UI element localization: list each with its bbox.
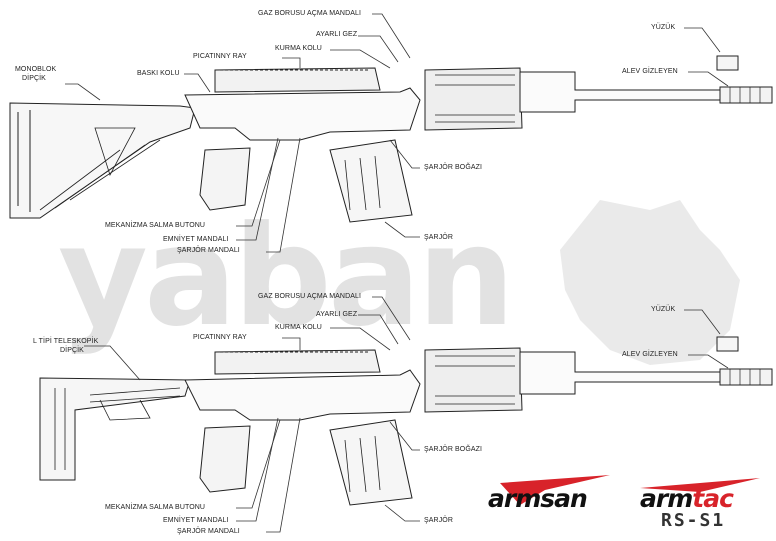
bottom-rifle	[39, 336, 773, 506]
top-rifle	[9, 55, 773, 223]
bottom-label-l-tipi-1: L TİPİ TELESKOPİK	[33, 338, 99, 345]
bottom-flash-hider	[719, 368, 773, 386]
bottom-label-emniyet: EMNİYET MANDALI	[163, 517, 229, 524]
armsan-logo: armsan	[488, 484, 588, 513]
top-label-gaz-borusu: GAZ BORUSU AÇMA MANDALI	[258, 10, 362, 17]
bottom-label-gaz-borusu: GAZ BORUSU AÇMA MANDALI	[258, 293, 362, 300]
top-magazine	[329, 139, 413, 223]
top-label-monoblok-1: MONOBLOK	[15, 66, 57, 73]
top-label-monoblok-2: DİPÇİK	[22, 75, 46, 82]
armsan-swoosh-icon	[500, 475, 610, 505]
bottom-magazine	[329, 419, 413, 506]
top-label-alev-gizleyen: ALEV GİZLEYEN	[622, 68, 678, 75]
bottom-label-l-tipi-2: DİPÇİK	[60, 347, 84, 354]
top-label-yuzuk: YÜZÜK	[651, 24, 676, 31]
armtac-logo-part2: tac	[692, 484, 734, 513]
top-flash-hider	[719, 86, 773, 104]
top-barrel	[519, 71, 721, 113]
bottom-label-picatinny: PICATINNY RAY	[193, 334, 247, 341]
top-leaders	[65, 13, 729, 253]
bottom-handguard	[424, 347, 523, 413]
top-label-mekanizma: MEKANİZMA SALMA BUTONU	[105, 222, 206, 229]
bottom-leaders	[84, 296, 729, 533]
bottom-label-alev-gizleyen: ALEV GİZLEYEN	[622, 351, 678, 358]
model-name: RS-S1	[661, 510, 726, 531]
top-handguard	[424, 67, 523, 131]
top-label-kurma-kolu: KURMA KOLU	[275, 45, 322, 52]
top-ring-icon	[716, 55, 739, 71]
top-label-picatinny: PICATINNY RAY	[193, 53, 247, 60]
watermark-text: yaban	[58, 196, 515, 357]
bottom-label-mekanizma: MEKANİZMA SALMA BUTONU	[105, 504, 206, 511]
top-label-sarjor-bogazi: ŞARJÖR BOĞAZI	[424, 164, 483, 171]
bottom-ring-icon	[716, 336, 739, 352]
bottom-label-sarjor-bogazi: ŞARJÖR BOĞAZI	[424, 446, 483, 453]
bottom-label-yuzuk: YÜZÜK	[651, 306, 676, 313]
bottom-receiver	[184, 369, 421, 421]
top-label-ayarli-gez: AYARLI GEZ	[316, 31, 358, 38]
top-monoblok-stock	[9, 102, 196, 219]
top-label-emniyet: EMNİYET MANDALI	[163, 236, 229, 243]
bottom-pistol-grip	[199, 425, 251, 493]
top-label-sarjor-mandali: ŞARJÖR MANDALI	[177, 247, 240, 254]
top-label-baski-kolu: BASKI KOLU	[137, 70, 180, 77]
watermark-wolf-icon	[560, 200, 740, 365]
bottom-label-sarjor-mandali: ŞARJÖR MANDALI	[177, 528, 240, 535]
top-label-sarjor: ŞARJÖR	[424, 234, 453, 241]
bottom-label-kurma-kolu: KURMA KOLU	[275, 324, 322, 331]
bottom-label-ayarli-gez: AYARLI GEZ	[316, 311, 358, 318]
armtac-logo: armtac	[640, 484, 734, 513]
bottom-label-sarjor: ŞARJÖR	[424, 517, 453, 524]
top-receiver	[184, 87, 421, 141]
armtac-logo-part1: arm	[640, 484, 693, 513]
armtac-swoosh-icon	[640, 478, 760, 492]
top-pistol-grip	[199, 147, 251, 211]
